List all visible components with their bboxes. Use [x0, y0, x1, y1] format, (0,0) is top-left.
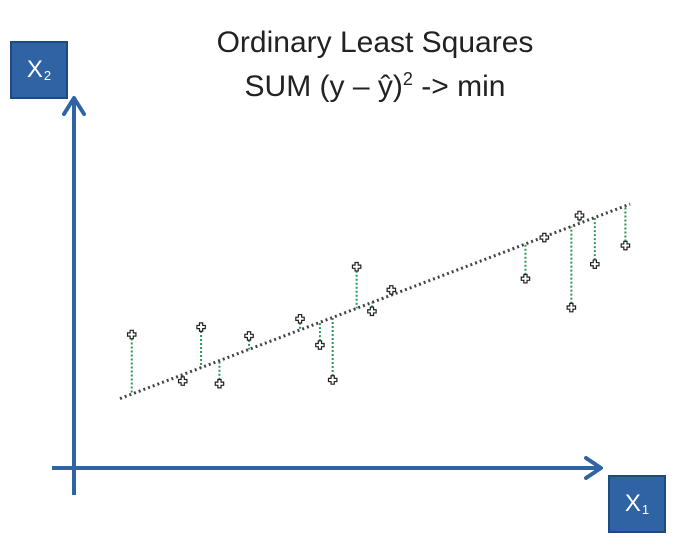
- data-point-cross: [590, 259, 600, 269]
- chart-title: Ordinary Least Squares: [216, 26, 534, 59]
- data-points: [126, 210, 631, 389]
- x-axis-label-subscript: 1: [641, 501, 650, 517]
- data-point-cross: [244, 331, 254, 341]
- data-point-cross: [520, 273, 531, 284]
- formula-condition: -> min: [412, 70, 506, 103]
- y-axis-arrowhead: [62, 96, 86, 116]
- axes: [52, 96, 603, 495]
- data-point-cross: [315, 340, 325, 350]
- x-axis-arrowhead: [584, 456, 603, 480]
- data-point-cross: [295, 313, 305, 324]
- data-point-cross: [386, 285, 397, 295]
- data-point-cross: [327, 375, 338, 385]
- data-point-cross: [177, 376, 188, 386]
- data-point-cross: [574, 210, 585, 221]
- chart-formula: SUM (y – ŷ)2 -> min: [160, 62, 590, 104]
- data-point-cross: [367, 306, 377, 317]
- regression-line: [119, 202, 631, 400]
- data-point-cross: [196, 322, 206, 332]
- formula-exponent: 2: [402, 69, 413, 89]
- formula-text: SUM (y – ŷ): [244, 70, 403, 103]
- y-axis-label-subscript: 2: [43, 67, 52, 83]
- data-point-cross: [351, 261, 362, 272]
- data-point-cross: [214, 378, 225, 389]
- x-axis-label-main: X: [624, 490, 641, 517]
- data-point-cross: [126, 329, 137, 340]
- data-point-cross: [620, 240, 631, 251]
- data-point-cross: [566, 302, 577, 313]
- y-axis-label-main: X: [26, 56, 43, 83]
- data-point-cross: [539, 232, 550, 243]
